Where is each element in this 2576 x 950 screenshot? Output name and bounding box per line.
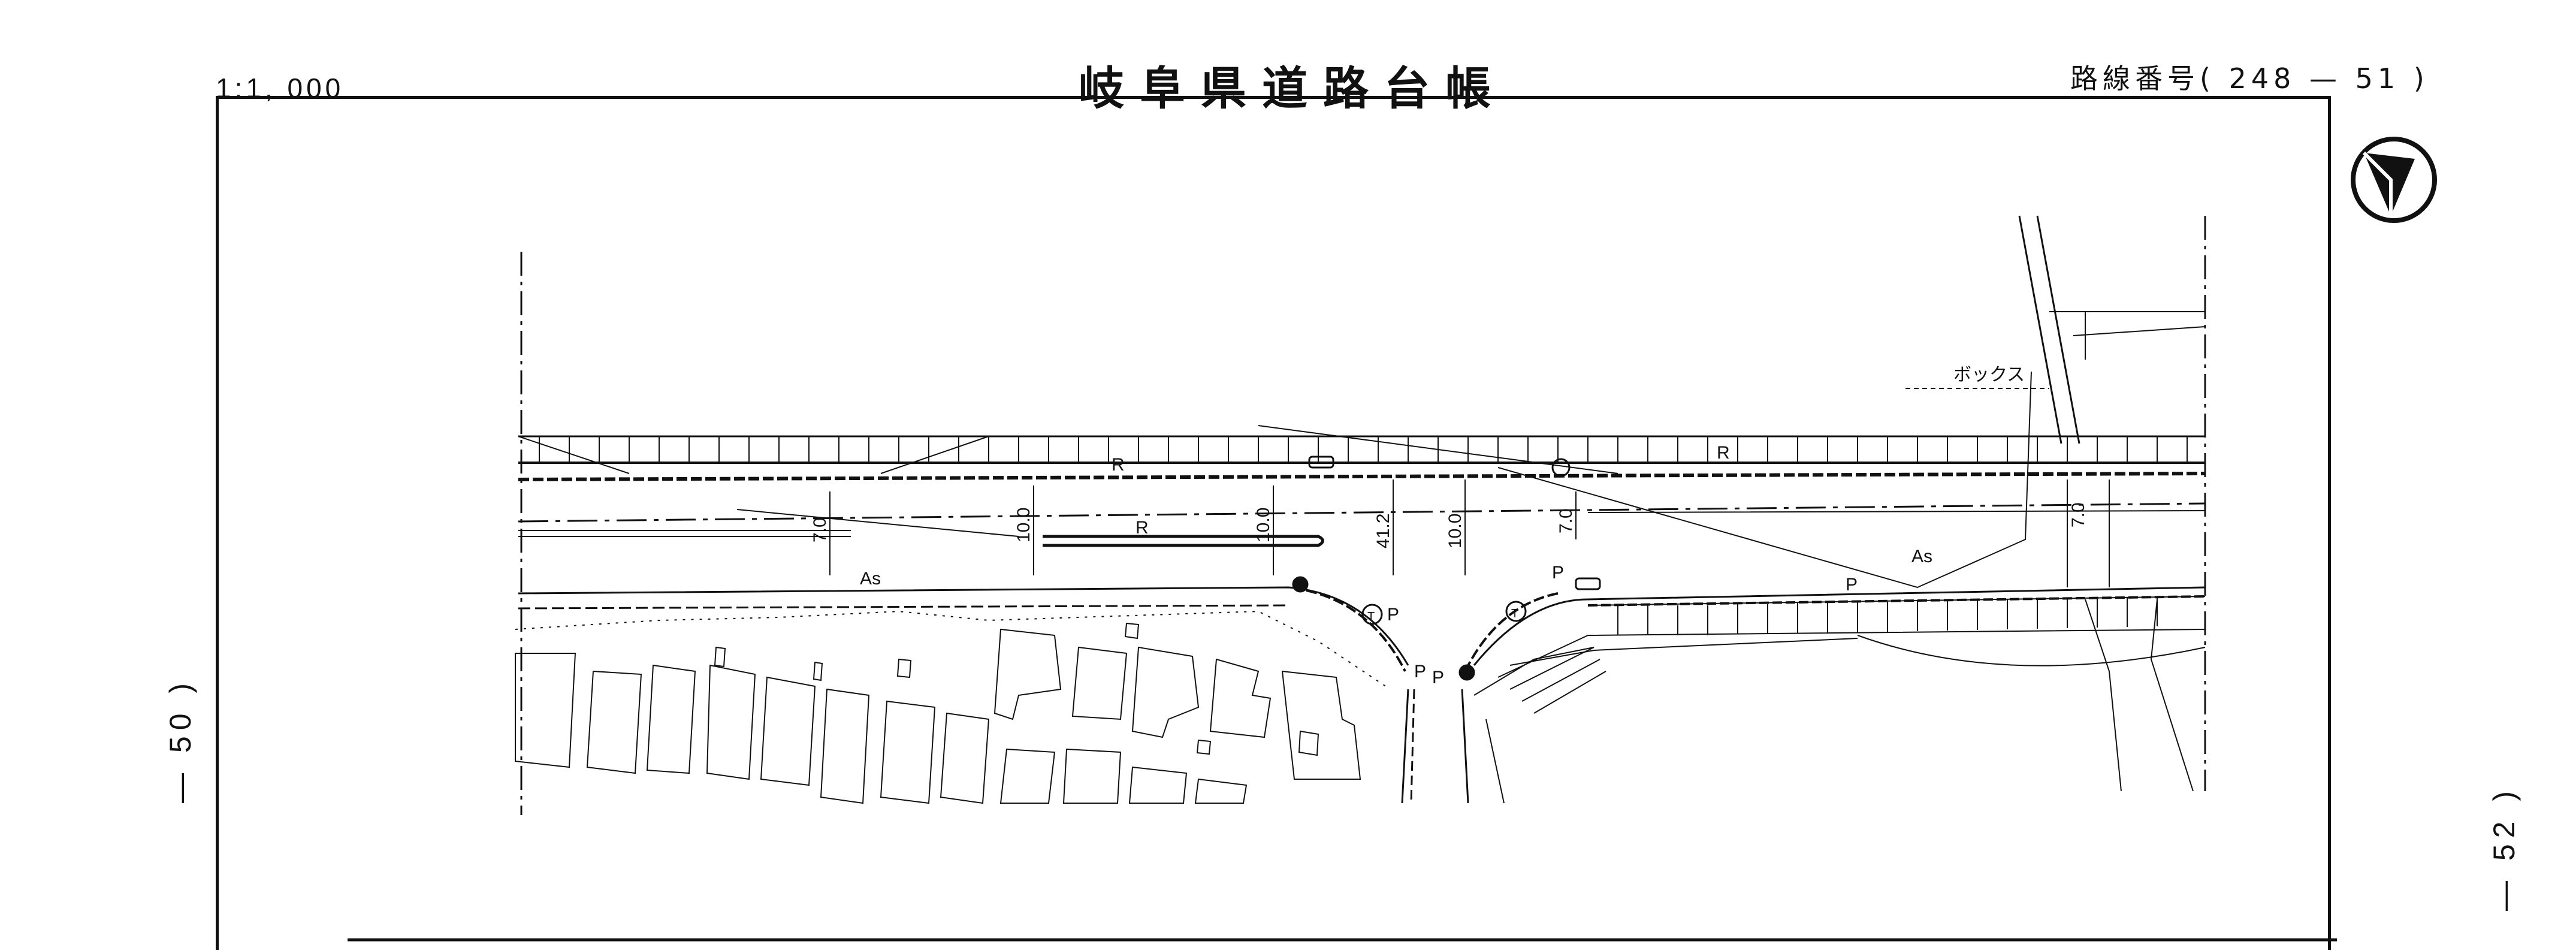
north-edge-hatching (539, 436, 2188, 463)
dim-width-4: 41.2 (1373, 514, 1393, 548)
label-p-2: P (1414, 662, 1426, 681)
dim-width-2: 10.0 (1014, 508, 1034, 542)
route-sub-number: 51 (2355, 62, 2400, 95)
page-title: 岐阜県道路台帳 (1079, 62, 1506, 115)
label-p-4: P (1552, 563, 1564, 583)
north-arrow-icon (2351, 137, 2437, 223)
route-number: 路線番号( 248 — 51 ) (2070, 57, 2429, 96)
label-box-culvert: ボックス (1953, 365, 2025, 385)
route-dash: — (2309, 62, 2342, 95)
route-main-number: 248 (2228, 62, 2296, 95)
dim-width-3: 10.0 (1254, 508, 1273, 542)
dim-width-6: 7.0 (1556, 508, 1576, 533)
label-r-median: R (1136, 518, 1149, 538)
route-label: 路線番号 (2070, 62, 2200, 95)
route-close: ) (2413, 62, 2429, 95)
label-r-east: R (1717, 443, 1730, 463)
buildings (515, 622, 1361, 804)
label-t-1: T (1367, 610, 1375, 623)
label-p-3: P (1432, 668, 1444, 687)
dim-width-7: 7.0 (2068, 502, 2088, 527)
dim-width-5: 10.0 (1445, 514, 1465, 548)
label-asphalt-west: As (860, 569, 881, 589)
dim-width-1: 7.0 (810, 517, 830, 542)
label-p-5: P (1846, 575, 1858, 595)
route-open: ( (2200, 62, 2215, 95)
map-frame (216, 96, 2331, 950)
label-r-west: R (1112, 455, 1125, 475)
label-p-1: P (1387, 605, 1399, 625)
label-t-2: T (1511, 607, 1518, 620)
label-asphalt-east: As (1911, 547, 1932, 566)
south-edge-hatching (1497, 596, 2158, 714)
